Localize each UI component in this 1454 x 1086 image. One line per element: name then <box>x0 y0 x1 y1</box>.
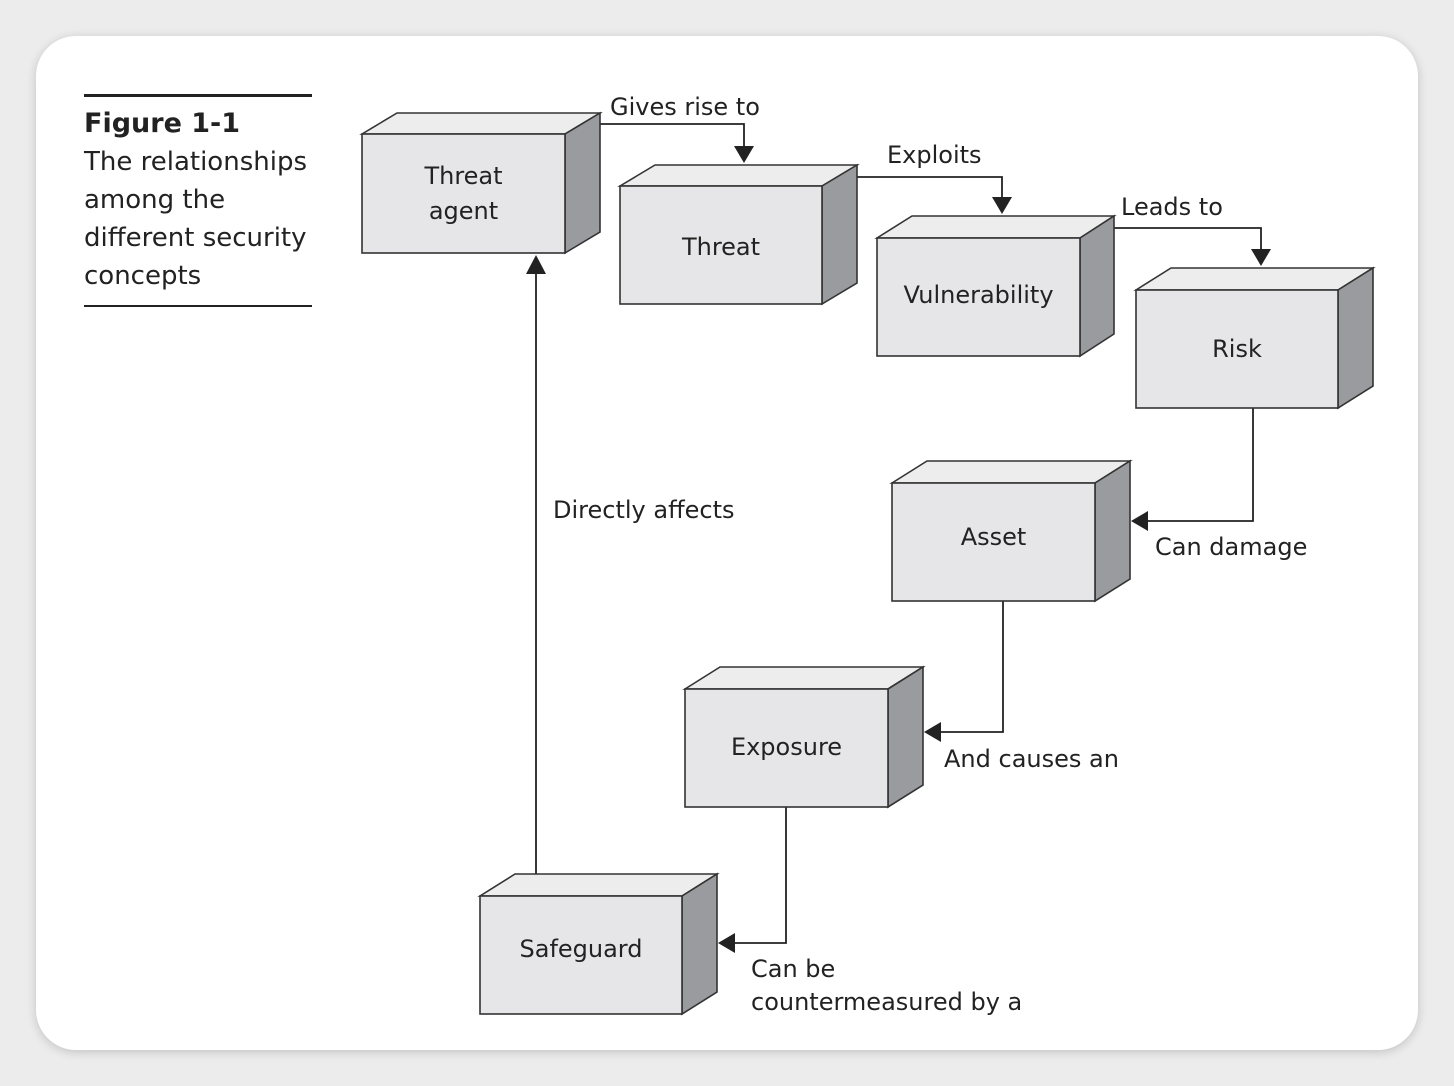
figure-caption: Figure 1-1 The relationships among the d… <box>84 94 312 307</box>
connector-exploits <box>857 176 1012 214</box>
node-risk: Risk <box>1133 266 1376 410</box>
node-asset: Asset <box>889 459 1133 603</box>
connector-gives-rise-to <box>600 123 754 163</box>
label-directly-affects: Directly affects <box>553 496 734 524</box>
label-exploits: Exploits <box>887 141 982 169</box>
label-gives-rise-to: Gives rise to <box>610 93 760 121</box>
node-risk-label: Risk <box>1212 335 1262 363</box>
connector-leads-to <box>1114 227 1271 266</box>
node-threat: Threat <box>617 163 860 306</box>
label-countermeasured-by-a: countermeasured by a <box>751 988 1022 1016</box>
node-threat-agent-line-2: agent <box>429 197 498 225</box>
label-and-causes-an: And causes an <box>944 745 1119 773</box>
node-vulnerability-label: Vulnerability <box>903 281 1053 309</box>
label-can-be: Can be <box>751 955 835 983</box>
caption-line-4: concepts <box>84 261 202 291</box>
node-threat-agent: Threat agent <box>359 111 603 255</box>
connector-countermeasured <box>718 807 787 953</box>
node-safeguard-label: Safeguard <box>520 935 643 963</box>
node-safeguard: Safeguard <box>477 872 720 1016</box>
node-exposure: Exposure <box>682 665 926 809</box>
node-vulnerability: Vulnerability <box>874 214 1117 358</box>
caption-line-1: The relationships <box>84 147 307 177</box>
node-exposure-label: Exposure <box>731 733 842 761</box>
connector-can-damage <box>1131 407 1254 531</box>
label-can-damage: Can damage <box>1155 533 1307 561</box>
node-threat-label: Threat <box>681 233 760 261</box>
label-leads-to: Leads to <box>1121 193 1223 221</box>
figure-number: Figure 1-1 <box>84 108 241 139</box>
connector-and-causes-an <box>924 601 1004 742</box>
caption-line-3: different security <box>84 223 307 253</box>
node-threat-agent-line-1: Threat <box>423 162 502 190</box>
connector-directly-affects <box>526 255 546 874</box>
node-asset-label: Asset <box>961 523 1027 551</box>
caption-line-2: among the <box>84 185 226 215</box>
